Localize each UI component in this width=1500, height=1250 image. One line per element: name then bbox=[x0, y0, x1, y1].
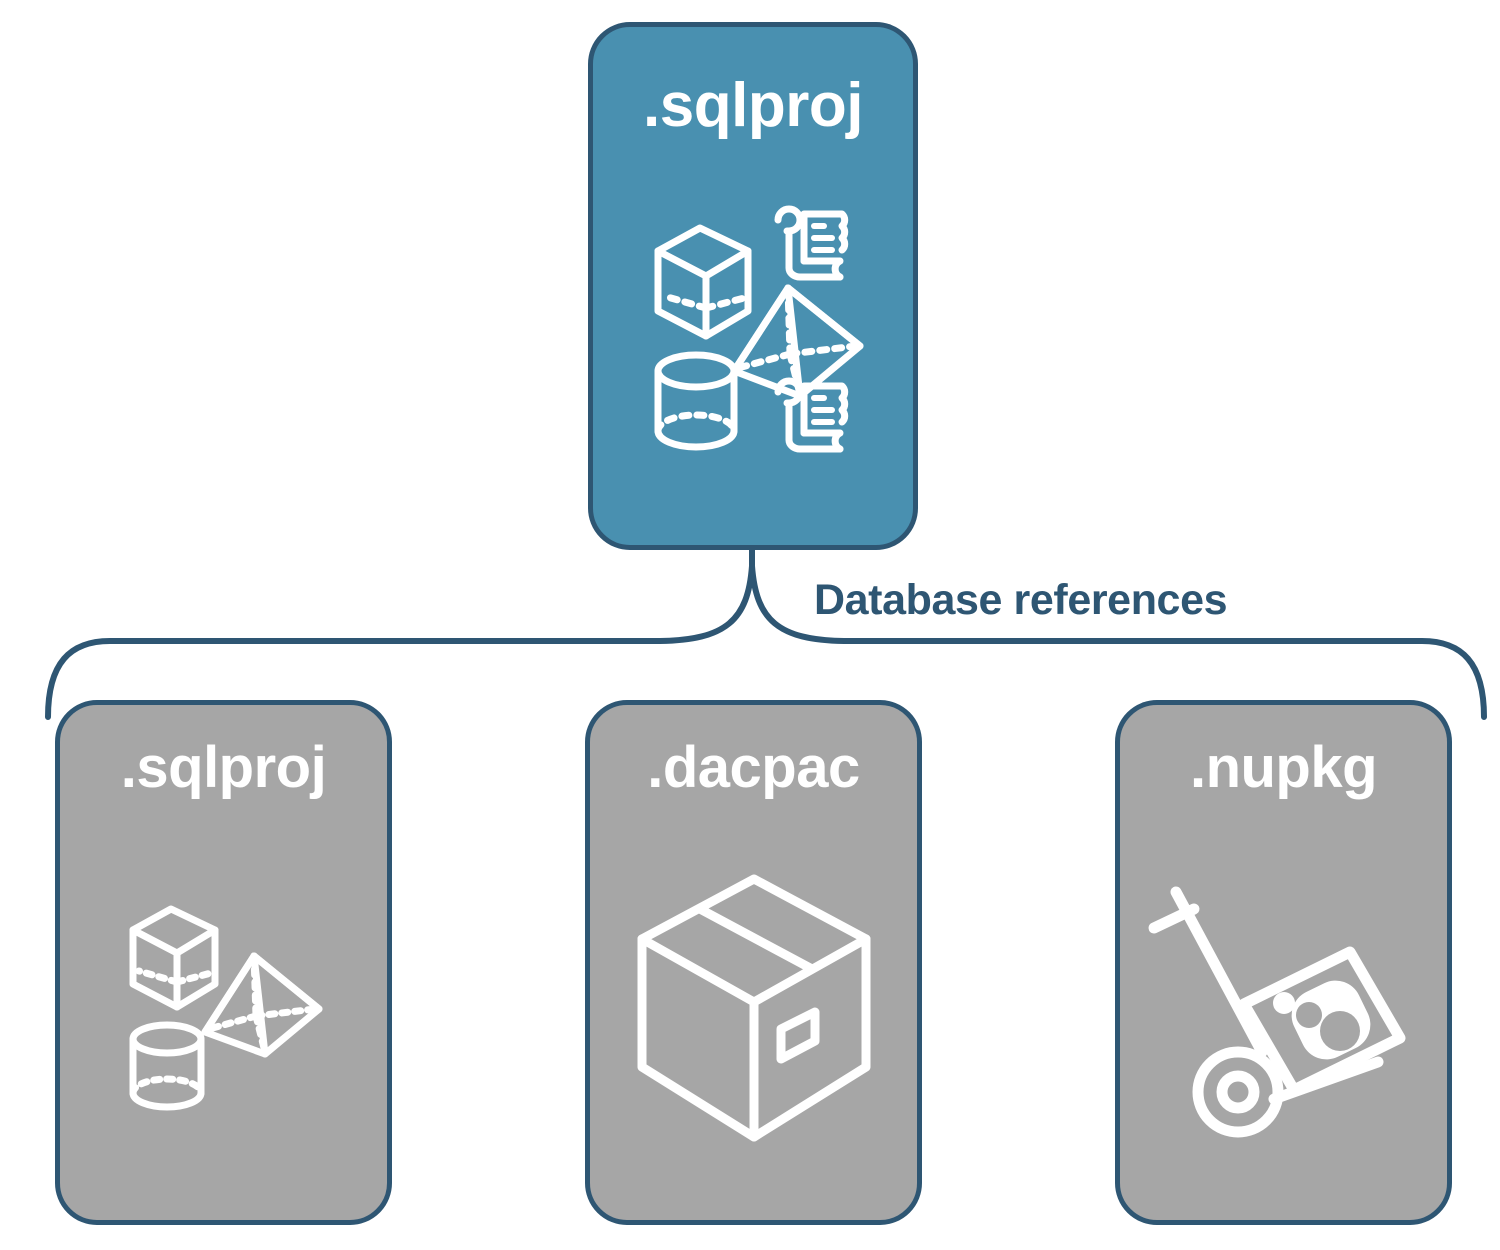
node-card-root-sqlproj[interactable]: .sqlproj bbox=[588, 22, 918, 550]
cube-wireframe-icon bbox=[654, 224, 752, 340]
nupkg-icon-group bbox=[1120, 797, 1447, 1220]
node-card-dacpac[interactable]: .dacpac bbox=[585, 700, 922, 1225]
root-shapes-and-scripts-icon bbox=[654, 205, 864, 453]
pyramid-wireframe-icon bbox=[730, 284, 864, 400]
cylinder-wireframe-icon bbox=[129, 1021, 204, 1110]
nuget-mark-holes bbox=[1295, 1001, 1360, 1051]
cylinder-wireframe-icon bbox=[654, 351, 738, 451]
script-scroll-icon bbox=[774, 205, 849, 281]
package-box-icon bbox=[637, 874, 870, 1141]
node-card-nupkg[interactable]: .nupkg bbox=[1115, 700, 1452, 1225]
shapes-icon bbox=[129, 905, 322, 1110]
dacpac-icon-group bbox=[590, 797, 917, 1220]
node-title-dacpac: .dacpac bbox=[647, 735, 860, 800]
root-icon-group bbox=[593, 137, 913, 545]
sqlproj-icon-group bbox=[60, 797, 387, 1220]
node-title-nupkg: .nupkg bbox=[1189, 735, 1378, 800]
pyramid-wireframe-icon bbox=[201, 952, 322, 1057]
node-title-sqlproj: .sqlproj bbox=[120, 735, 327, 800]
node-card-sqlproj[interactable]: .sqlproj bbox=[55, 700, 392, 1225]
hand-truck-nuget-icon bbox=[1148, 886, 1405, 1137]
node-title-root: .sqlproj bbox=[643, 71, 863, 140]
cube-wireframe-icon bbox=[129, 905, 218, 1010]
connector-label-database-references: Database references bbox=[814, 576, 1228, 624]
script-scroll-icon bbox=[774, 377, 849, 453]
brace-left-arm bbox=[45, 563, 755, 720]
